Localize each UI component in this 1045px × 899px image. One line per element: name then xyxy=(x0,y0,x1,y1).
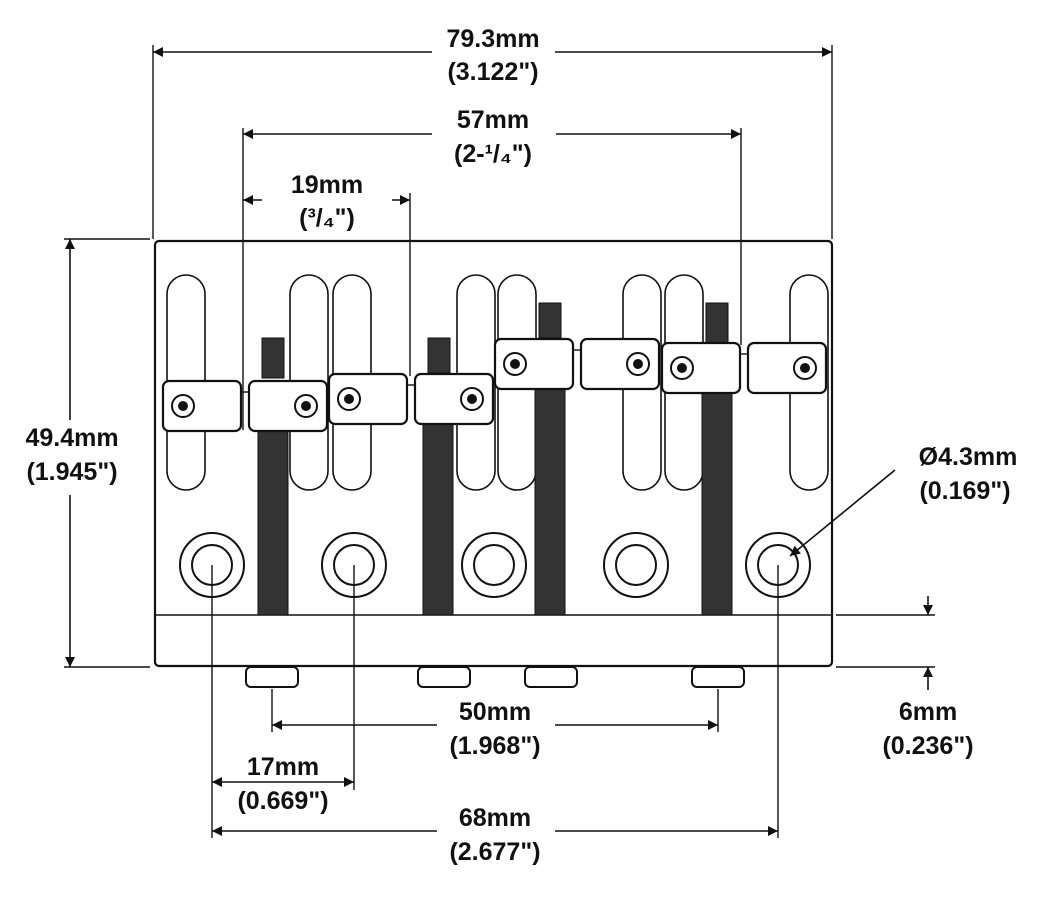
hole-diameter-imperial: (0.169") xyxy=(919,477,1010,505)
dim-outer-hole-spacing: 68mm (2.677") xyxy=(212,565,779,866)
dim-saddle-spacing: 19mm (³/₄") xyxy=(243,171,411,376)
mounting-hole-icon xyxy=(603,532,669,598)
outer-string-spacing-metric: 57mm xyxy=(457,106,529,134)
feet xyxy=(245,666,745,688)
hole-pitch-metric: 17mm xyxy=(247,753,319,781)
overall-width-imperial: (3.122") xyxy=(447,58,538,86)
saddle-spacing-imperial: (³/₄") xyxy=(299,204,355,232)
outer-hole-spacing-metric: 68mm xyxy=(459,804,531,832)
threaded-rods xyxy=(257,384,733,616)
dim-foot-spacing: 50mm (1.968") xyxy=(271,689,719,760)
height-metric: 49.4mm xyxy=(25,424,118,452)
foot-spacing-metric: 50mm xyxy=(459,698,531,726)
outer-hole-spacing-imperial: (2.677") xyxy=(449,838,540,866)
saddle-2 xyxy=(327,372,495,426)
dim-overall-width: 79.3mm (3.122") xyxy=(152,25,833,239)
saddle-spacing-metric: 19mm xyxy=(291,171,363,199)
foot-spacing-imperial: (1.968") xyxy=(449,732,540,760)
dim-hole-pitch: 17mm (0.669") xyxy=(211,565,355,838)
saddle-4 xyxy=(660,341,828,395)
saddle-1 xyxy=(161,379,329,433)
mounting-hole-icon xyxy=(461,532,527,598)
plate-thickness-metric: 6mm xyxy=(899,698,957,726)
height-imperial: (1.945") xyxy=(26,458,117,486)
saddle-3 xyxy=(493,337,661,391)
plate-thickness-imperial: (0.236") xyxy=(882,732,973,760)
dim-plate-thickness: 6mm (0.236") xyxy=(836,596,974,760)
dim-hole-diameter: Ø4.3mm (0.169") xyxy=(789,443,1018,557)
mounting-holes xyxy=(179,532,811,598)
hole-pitch-imperial: (0.669") xyxy=(237,787,328,815)
dim-outer-string-spacing: 57mm (2-¹/₄") xyxy=(242,106,742,430)
dim-height: 49.4mm (1.945") xyxy=(25,238,150,668)
thread-tops xyxy=(261,302,729,379)
outer-string-spacing-imperial: (2-¹/₄") xyxy=(454,140,532,168)
overall-width-metric: 79.3mm xyxy=(446,25,539,53)
hole-diameter-metric: Ø4.3mm xyxy=(919,443,1018,471)
